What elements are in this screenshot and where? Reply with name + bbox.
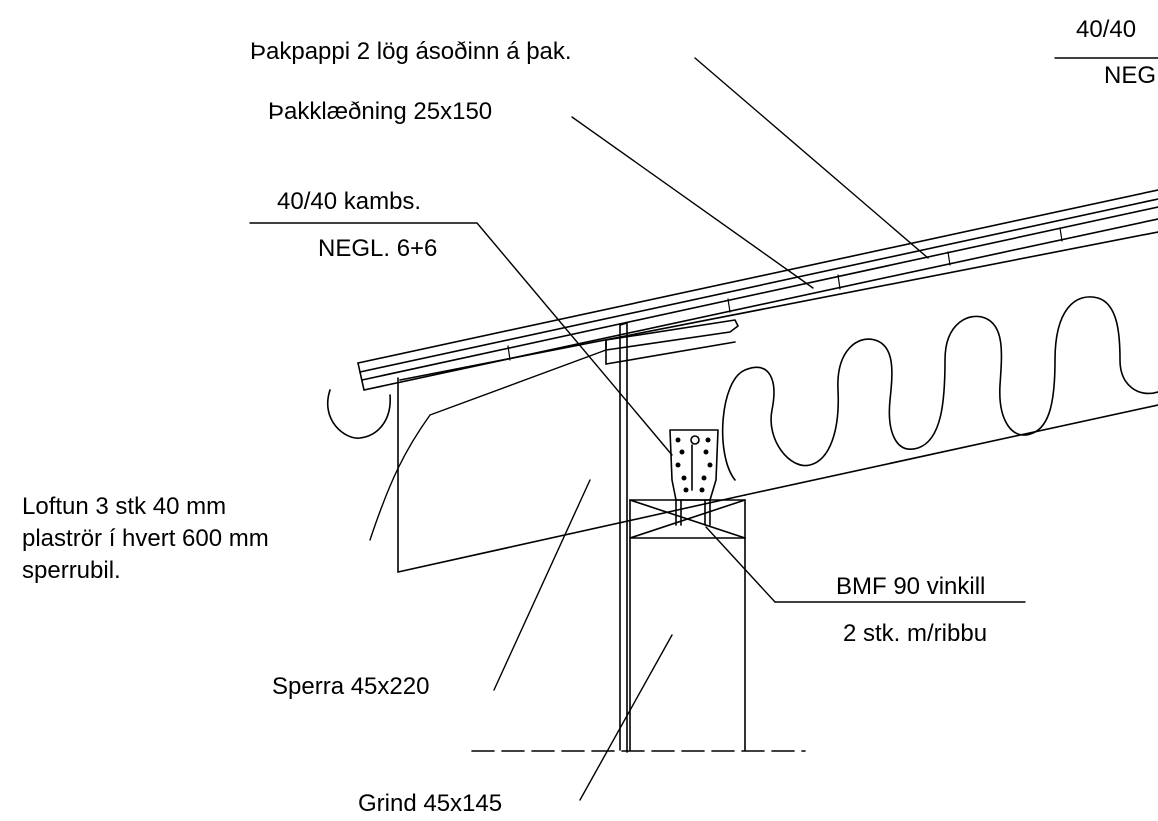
label-bracket: BMF 90 vinkill xyxy=(836,573,986,600)
label-roofing-felt: Þakpappi 2 lög ásoðinn á þak. xyxy=(250,38,572,65)
leader-lines xyxy=(249,57,1158,801)
label-bracket-qty: 2 stk. m/ribbu xyxy=(843,620,988,647)
label-roof-boarding: Þakklæðning 25x150 xyxy=(268,98,493,125)
board-joints xyxy=(507,227,1063,361)
label-ridge-batten: 40/40 kambs. xyxy=(277,188,422,215)
gutter xyxy=(327,389,391,439)
label-ventilation-line1: Loftun 3 stk 40 mm xyxy=(22,493,227,520)
label-top-right-batten: 40/40 xyxy=(1076,16,1137,43)
roof-boarding xyxy=(357,189,1158,391)
label-top-right-nailing: NEG xyxy=(1104,62,1157,89)
label-ventilation-line3: sperrubil. xyxy=(22,557,121,584)
wall-frame xyxy=(619,322,746,753)
label-nailing: NEGL. 6+6 xyxy=(318,235,438,262)
bmf-bracket xyxy=(669,429,719,526)
rafter-outline xyxy=(397,231,1158,573)
label-frame: Grind 45x145 xyxy=(358,790,503,817)
insulation-wave xyxy=(721,296,1158,481)
label-rafter: Sperra 45x220 xyxy=(272,673,430,700)
bracket-nails xyxy=(675,437,713,493)
label-ventilation-line2: plaströr í hvert 600 mm xyxy=(22,525,269,552)
